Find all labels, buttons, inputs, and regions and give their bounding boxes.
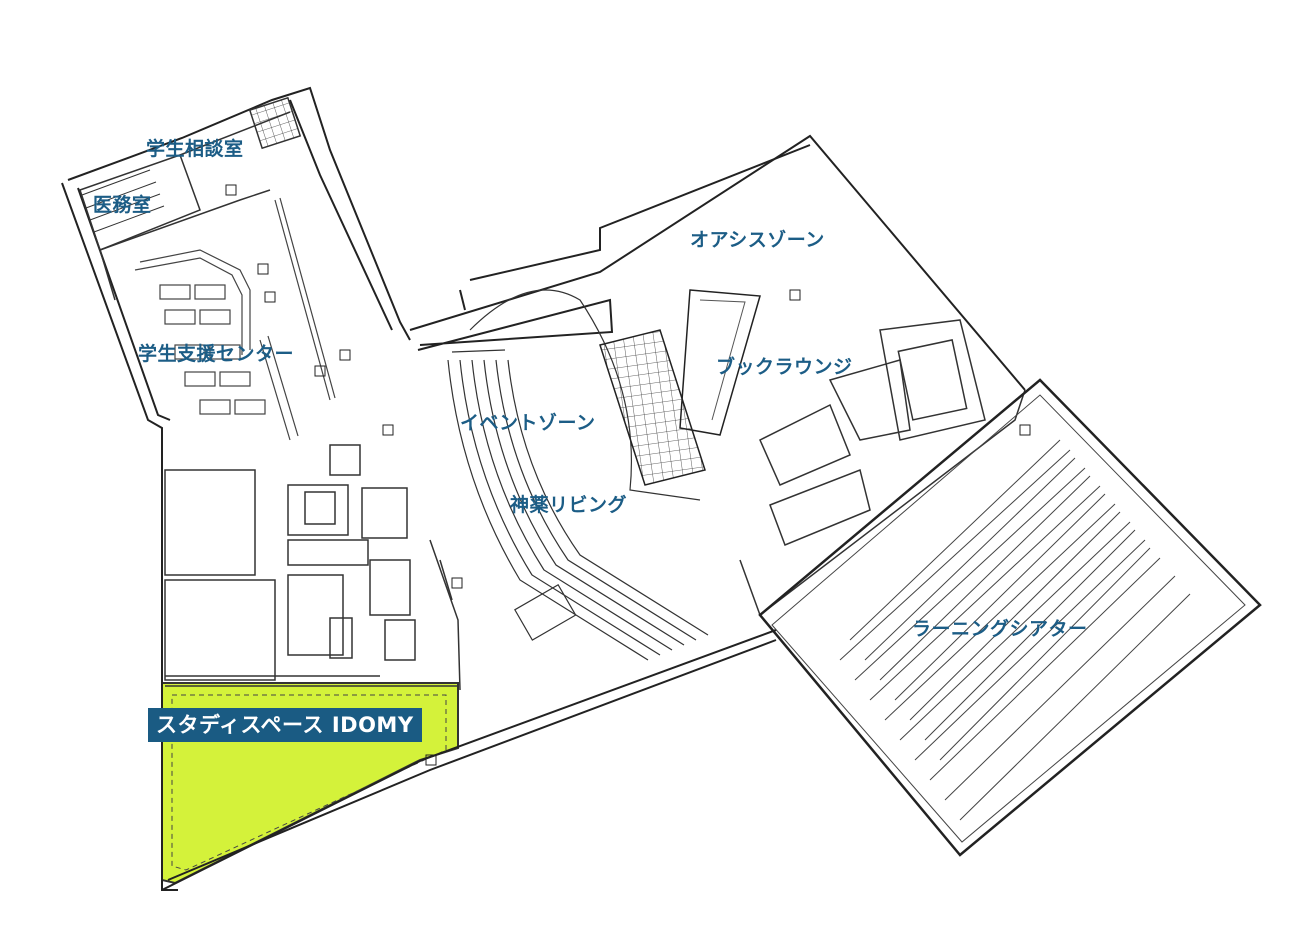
- room-label-jinyaku-living: 神薬リビング: [510, 494, 628, 516]
- room-label-medical-office: 医務室: [93, 194, 152, 216]
- room-label-student-counseling: 学生相談室: [146, 138, 244, 160]
- room-label-study-space-idomy: スタディスペース IDOMY: [148, 708, 422, 742]
- event-zone-steps: [447, 289, 709, 661]
- central-services: [164, 444, 461, 691]
- room-label-student-support-center: 学生支援センター: [138, 343, 295, 365]
- learning-theater: [758, 378, 1262, 857]
- bridge: [409, 134, 1026, 391]
- room-label-event-zone: イベントゾーン: [460, 412, 596, 434]
- support-center-furniture: [134, 197, 336, 441]
- room-label-oasis-zone: オアシスゾーン: [690, 229, 825, 251]
- column-markers: [225, 184, 1031, 766]
- room-label-book-lounge: ブックラウンジ: [716, 356, 853, 378]
- grid-stair: [599, 289, 761, 486]
- room-label-learning-theater: ラーニングシアター: [912, 618, 1088, 640]
- office-rooms: [79, 96, 302, 301]
- oasis-core: [739, 319, 1026, 616]
